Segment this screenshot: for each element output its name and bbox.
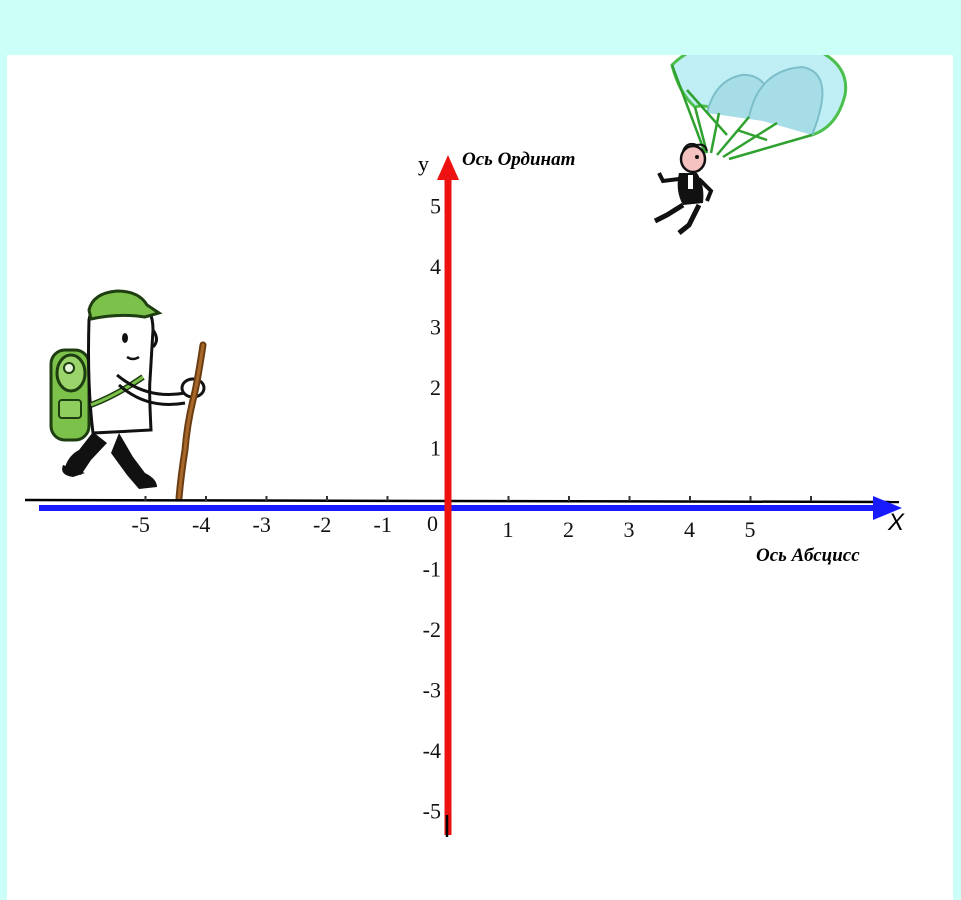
x-tick-label: 5 xyxy=(745,517,756,542)
x-tick-label: -5 xyxy=(132,512,150,537)
x-tick-label: -2 xyxy=(313,512,331,537)
y-tick-label: -3 xyxy=(423,678,441,703)
x-axis-arrowhead xyxy=(873,496,902,520)
y-tick-label: 2 xyxy=(430,375,441,400)
x-tick-label: 3 xyxy=(624,517,635,542)
y-tick-label: 3 xyxy=(430,315,441,340)
y-tick-label: -5 xyxy=(423,799,441,824)
y-tick-label: -1 xyxy=(423,557,441,582)
x-axis-tick-labels: -5 -4 -3 -2 -1 1 2 3 4 5 xyxy=(132,512,756,542)
y-axis-letter: y xyxy=(418,151,429,176)
x-tick-label: -3 xyxy=(253,512,271,537)
y-axis-arrowhead xyxy=(437,155,459,180)
y-tick-label: 4 xyxy=(430,254,441,279)
x-tick-label: 2 xyxy=(563,517,574,542)
x-axis-title: Ось Абсцисс xyxy=(756,545,860,566)
parachutist-illustration xyxy=(653,55,848,235)
x-axis-letter: X xyxy=(887,509,905,536)
y-tick-label: -4 xyxy=(423,738,441,763)
hiker-illustration xyxy=(49,289,207,502)
x-axis-base-line xyxy=(24,498,900,504)
coordinate-plane: X y Ось Ординат Ось Абсцисс 0 -5 -4 -3 -2 -1… xyxy=(24,55,905,837)
x-tick-label: 4 xyxy=(684,517,695,542)
y-tick-label: 1 xyxy=(430,436,441,461)
x-tick-label: -4 xyxy=(192,512,210,537)
coordinate-panel: X y Ось Ординат Ось Абсцисс 0 -5 -4 -3 -2 -1… xyxy=(7,55,953,900)
y-axis-tick-labels: 5 4 3 2 1 -1 -2 -3 -4 -5 xyxy=(423,194,441,824)
origin-label: 0 xyxy=(427,511,438,536)
x-tick-label: -1 xyxy=(374,512,392,537)
y-axis-title: Ось Ординат xyxy=(462,149,575,170)
x-axis-tick-marks xyxy=(144,496,812,501)
x-tick-label: 1 xyxy=(503,517,514,542)
y-tick-label: -2 xyxy=(423,617,441,642)
y-tick-label: 5 xyxy=(430,194,441,219)
